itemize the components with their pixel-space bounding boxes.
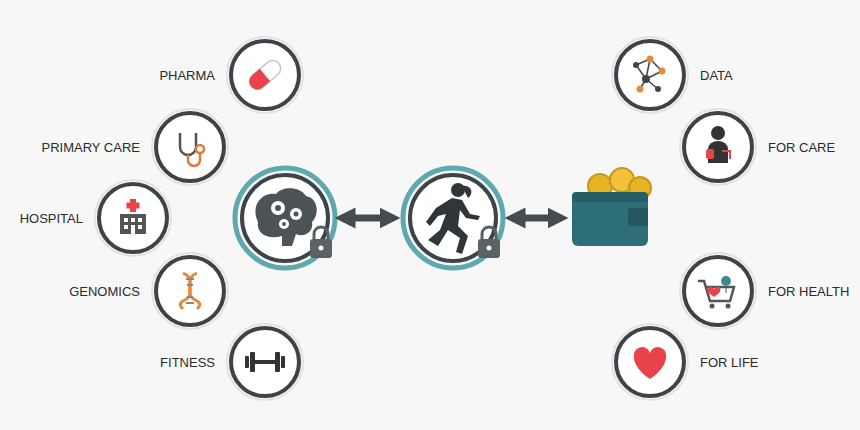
icon-node: HOSPITAL xyxy=(20,178,173,258)
icon-circle xyxy=(610,322,690,402)
icon-node: FOR HEALTH xyxy=(678,251,849,331)
double-arrow xyxy=(345,215,390,222)
brain-circle xyxy=(235,168,335,268)
icon-node: PRIMARY CARE xyxy=(42,107,231,187)
icon-circle xyxy=(93,178,173,258)
icon-circle xyxy=(150,107,230,187)
node-label: DATA xyxy=(700,68,733,83)
padlock xyxy=(478,227,500,258)
icon-node: FOR CARE xyxy=(678,107,835,187)
node-label: FOR HEALTH xyxy=(768,284,849,299)
node-label: GENOMICS xyxy=(69,284,140,299)
icon-node: DATA xyxy=(610,35,733,115)
icon-circle xyxy=(225,35,305,115)
node-label: FOR LIFE xyxy=(700,355,759,370)
icon-node: PHARMA xyxy=(159,35,305,115)
icon-node: FOR LIFE xyxy=(610,322,759,402)
node-label: FITNESS xyxy=(160,355,215,370)
wallet xyxy=(572,168,651,246)
padlock xyxy=(310,227,332,258)
icon-node: FITNESS xyxy=(160,322,305,402)
node-label: HOSPITAL xyxy=(20,211,83,226)
double-arrow xyxy=(515,215,558,222)
icon-node: GENOMICS xyxy=(69,251,230,331)
node-label: PRIMARY CARE xyxy=(42,140,141,155)
icon-circle xyxy=(678,107,758,187)
icon-circle xyxy=(678,251,758,331)
runner-circle xyxy=(403,168,503,268)
icon-circle xyxy=(150,251,230,331)
node-label: PHARMA xyxy=(159,68,215,83)
icon-circle xyxy=(610,35,690,115)
node-label: FOR CARE xyxy=(768,140,835,155)
icon-circle xyxy=(225,322,305,402)
